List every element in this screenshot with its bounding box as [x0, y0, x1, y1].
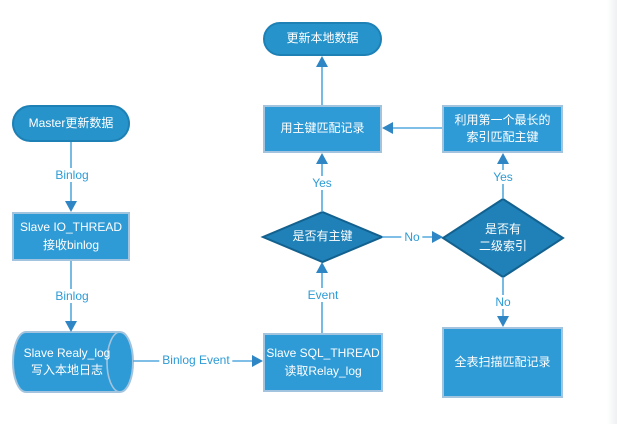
- node-master-label: Master更新数据: [28, 115, 114, 130]
- node-has-pk-label: 是否有主键: [292, 229, 353, 244]
- edge-label-event: Event: [304, 288, 342, 302]
- arrowhead-secondary-fullscan: [497, 316, 509, 327]
- node-longest-index-line2: 索引匹配主键: [466, 130, 539, 144]
- node-longest-index: 利用第一个最长的 索引匹配主键: [442, 105, 563, 153]
- node-relay-log-line1: Slave Realy_log: [23, 345, 111, 360]
- node-sql-thread: Slave SQL_THREAD 读取Relay_log: [263, 333, 383, 392]
- node-io-thread-line2: 接收binlog: [42, 237, 100, 252]
- arrowhead-relay-sql: [252, 355, 263, 367]
- arrowhead-io-relay: [65, 321, 77, 332]
- node-has-pk-shape: [260, 210, 385, 264]
- node-update-local: 更新本地数据: [263, 22, 382, 56]
- node-relay-log-line2: 写入本地日志: [30, 363, 103, 377]
- cylinder-rim: [106, 331, 121, 393]
- arrowhead-pkmatch-update: [316, 56, 328, 67]
- edge-label-binlog-1: Binlog: [52, 168, 92, 182]
- node-pk-match: 用主键匹配记录: [263, 105, 382, 153]
- arrowhead-master-io: [65, 201, 77, 212]
- node-full-scan-label: 全表扫描匹配记录: [454, 354, 551, 369]
- arrowhead-haspk-secondary: [432, 231, 443, 243]
- node-has-secondary: 是否有 二级索引: [443, 204, 563, 272]
- node-has-secondary-line2: 二级索引: [478, 239, 527, 253]
- arrowhead-secondary-longest: [497, 153, 509, 164]
- node-io-thread: Slave IO_THREAD 接收binlog: [12, 212, 130, 261]
- node-io-thread-line1: Slave IO_THREAD: [19, 220, 123, 235]
- edge-label-yes-pk: Yes: [309, 176, 335, 190]
- node-pk-match-label: 用主键匹配记录: [280, 121, 365, 136]
- edge-label-yes-sec: Yes: [490, 170, 516, 184]
- edge-label-binlog-event: Binlog Event: [159, 353, 233, 367]
- edge-label-no-sec: No: [492, 295, 514, 309]
- node-master: Master更新数据: [12, 105, 130, 142]
- edge-label-no-pk: No: [401, 230, 423, 244]
- arrowhead-longest-pkmatch: [382, 122, 393, 134]
- node-full-scan: 全表扫描匹配记录: [442, 327, 563, 398]
- node-has-pk: 是否有主键: [263, 226, 382, 248]
- page-edge-shadow: [607, 0, 617, 424]
- edge-label-binlog-2: Binlog: [52, 289, 92, 303]
- node-update-local-label: 更新本地数据: [286, 31, 359, 46]
- node-relay-log: Slave Realy_log 写入本地日志: [13, 332, 121, 392]
- node-sql-thread-line2: 读取Relay_log: [284, 363, 362, 378]
- node-has-secondary-line1: 是否有: [484, 221, 521, 236]
- arrowhead-haspk-pkmatch: [316, 153, 328, 164]
- node-sql-thread-line1: Slave SQL_THREAD: [266, 346, 380, 361]
- arrowhead-sql-haspk: [316, 262, 328, 273]
- node-longest-index-line1: 利用第一个最长的: [454, 112, 551, 127]
